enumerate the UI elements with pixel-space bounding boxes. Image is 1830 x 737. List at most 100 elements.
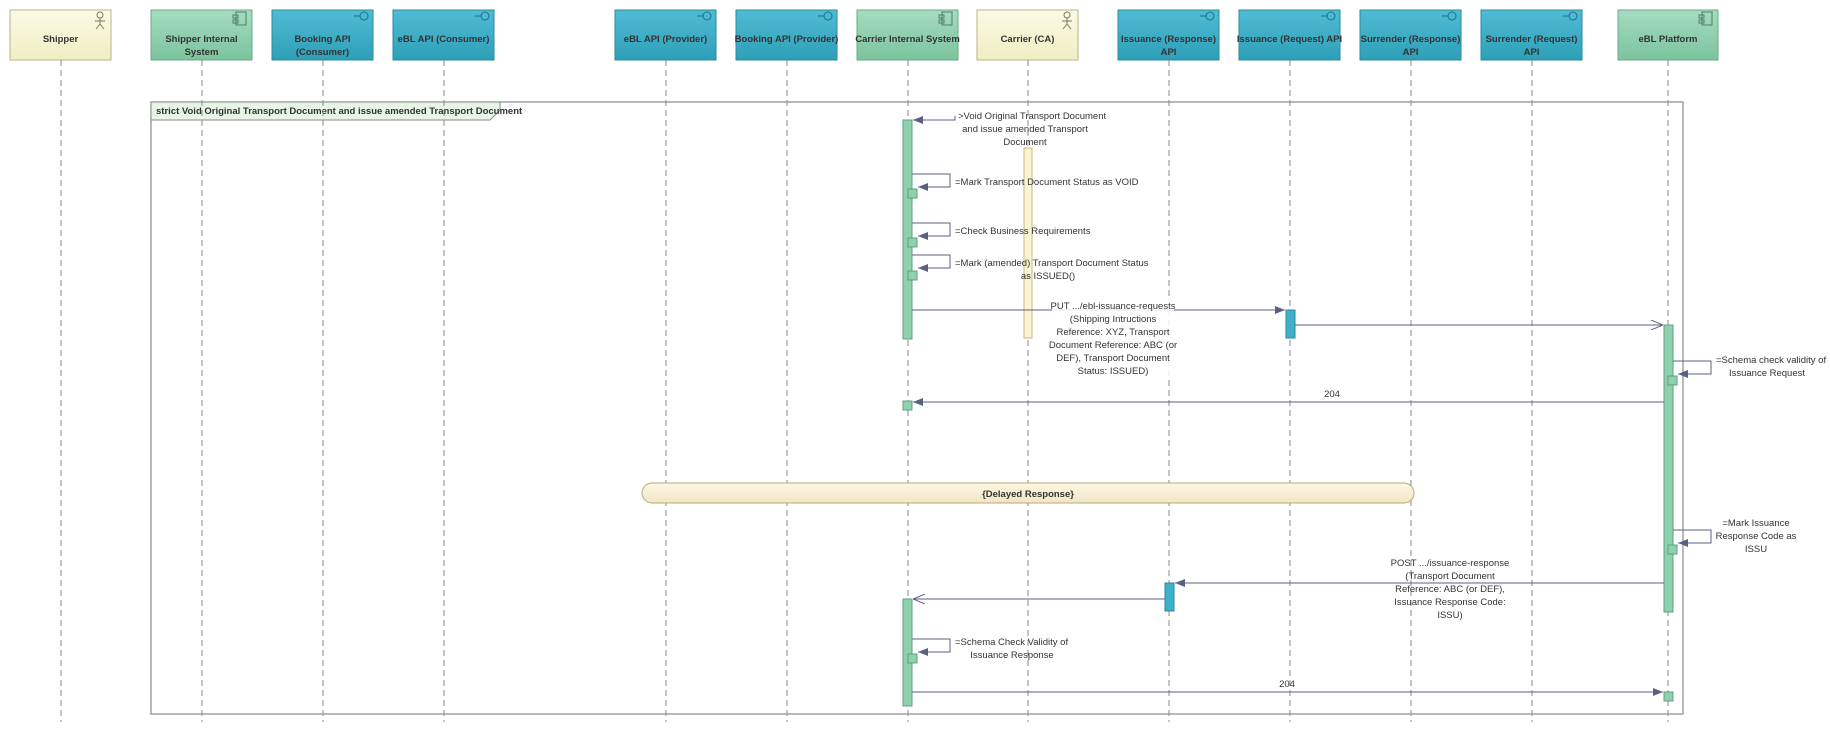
message-schema-check-request[interactable]: =Schema check validity of Issuance Reque… xyxy=(1673,355,1826,379)
participant-headers: Shipper Shipper Internal System Booking … xyxy=(9,9,1719,61)
message-label: Issuance Response Code: xyxy=(1394,597,1505,608)
message-label: =Schema Check Validity of xyxy=(955,637,1068,648)
activation-bar xyxy=(1663,324,1674,613)
message-mark-void[interactable]: =Mark Transport Document Status as VOID xyxy=(912,173,1139,191)
participant-title: Booking API (Provider) xyxy=(735,34,839,45)
participant-title: Issuance (Request) API xyxy=(1237,34,1342,45)
message-post-issuance-response[interactable]: POST .../issuance-response (Transport Do… xyxy=(1175,558,1664,621)
interface-icon xyxy=(1442,11,1457,21)
participant-booking-consumer[interactable]: Booking API (Consumer) xyxy=(271,9,374,61)
message-label: ISSU) xyxy=(1437,610,1462,621)
activation-block xyxy=(907,270,918,281)
activation-block xyxy=(1667,544,1678,555)
message-label: Issuance Request xyxy=(1729,368,1805,379)
message-label: 204 xyxy=(1279,679,1295,690)
participant-title: Surrender (Request) xyxy=(1486,34,1578,45)
activation-block xyxy=(1667,375,1678,386)
participant-title: Shipper xyxy=(43,34,79,45)
message-label: (Transport Document xyxy=(1405,571,1495,582)
participant-ebl-provider[interactable]: eBL API (Provider) xyxy=(614,9,717,61)
actor-icon xyxy=(95,11,105,30)
participant-subtitle: API xyxy=(1403,47,1419,58)
participant-title: eBL Platform xyxy=(1639,34,1698,45)
message-label: =Mark Issuance xyxy=(1722,518,1789,529)
participant-booking-provider[interactable]: Booking API (Provider) xyxy=(735,9,839,61)
participant-shipper[interactable]: Shipper xyxy=(9,9,112,61)
component-icon xyxy=(232,11,247,26)
message-label: Reference: ABC (or DEF), xyxy=(1395,584,1505,595)
message-label: Reference: XYZ, Transport xyxy=(1057,327,1170,338)
note-label: {Delayed Response} xyxy=(982,489,1074,500)
message-label: =Check Business Requirements xyxy=(955,226,1091,237)
message-schema-check-response[interactable]: =Schema Check Validity of Issuance Respo… xyxy=(912,637,1068,661)
message-label: Document Reference: ABC (or xyxy=(1049,340,1177,351)
fragment-frame: strict Void Original Transport Document … xyxy=(150,101,1684,715)
participant-carrier-ca[interactable]: Carrier (CA) xyxy=(976,9,1079,61)
participant-title: Booking API xyxy=(294,34,350,45)
activation-block xyxy=(907,653,918,664)
activation-block xyxy=(907,237,918,248)
delayed-response-note[interactable]: {Delayed Response} xyxy=(641,482,1415,504)
participant-ebl-consumer[interactable]: eBL API (Consumer) xyxy=(392,9,495,61)
participant-shipper-internal[interactable]: Shipper Internal System xyxy=(150,9,253,61)
activation-bar xyxy=(902,598,913,707)
participant-title: Shipper Internal xyxy=(165,34,237,45)
message-put-issuance-request[interactable]: PUT .../ebl-issuance-requests (Shipping … xyxy=(912,299,1285,377)
participant-carrier-internal[interactable]: Carrier Internal System xyxy=(855,9,960,61)
message-label: Issuance Response xyxy=(970,650,1053,661)
interface-icon xyxy=(1321,11,1336,21)
participant-title: Issuance (Response) xyxy=(1121,34,1216,45)
message-label: POST .../issuance-response xyxy=(1391,558,1510,569)
participant-subtitle: System xyxy=(185,47,219,58)
message-label: (Shipping Intructions xyxy=(1070,314,1157,325)
participant-issuance-request-api[interactable]: Issuance (Request) API xyxy=(1237,9,1342,61)
interface-icon xyxy=(354,11,369,21)
activation-bar xyxy=(1285,309,1296,339)
activation-bar xyxy=(902,119,913,340)
participant-subtitle: API xyxy=(1161,47,1177,58)
participant-surrender-request-api[interactable]: Surrender (Request) API xyxy=(1480,9,1583,61)
lifelines xyxy=(60,60,1669,722)
message-mark-response-code[interactable]: =Mark Issuance Response Code as ISSU xyxy=(1673,518,1797,555)
interface-icon xyxy=(1200,11,1215,21)
activations xyxy=(902,119,1678,707)
fragment-label: strict Void Original Transport Document … xyxy=(156,106,523,117)
message-label: as ISSUED() xyxy=(1021,271,1075,282)
message-mark-issued[interactable]: =Mark (amended) Transport Document Statu… xyxy=(912,254,1149,282)
participant-title: Surrender (Response) xyxy=(1361,34,1461,45)
participant-surrender-response-api[interactable]: Surrender (Response) API xyxy=(1359,9,1462,61)
participant-title: Carrier (CA) xyxy=(1001,34,1055,45)
interface-icon xyxy=(697,11,712,21)
participant-ebl-platform[interactable]: eBL Platform xyxy=(1617,9,1719,61)
participant-subtitle: (Consumer) xyxy=(296,47,349,58)
message-label: >Void Original Transport Document xyxy=(958,111,1106,122)
participant-title: Carrier Internal System xyxy=(855,34,960,45)
participant-title: eBL API (Consumer) xyxy=(398,34,490,45)
participant-subtitle: API xyxy=(1524,47,1540,58)
message-label: =Mark Transport Document Status as VOID xyxy=(955,177,1139,188)
message-label: DEF), Transport Document xyxy=(1056,353,1170,364)
activation-block xyxy=(907,188,918,199)
message-response-204-a[interactable]: 204 xyxy=(913,389,1664,406)
message-check-business[interactable]: =Check Business Requirements xyxy=(912,222,1091,240)
message-label: ISSU xyxy=(1745,544,1767,555)
message-label: PUT .../ebl-issuance-requests xyxy=(1051,301,1176,312)
activation-block xyxy=(1663,691,1674,702)
participant-title: eBL API (Provider) xyxy=(624,34,707,45)
component-icon xyxy=(938,11,953,26)
interface-icon xyxy=(818,11,833,21)
message-label: Status: ISSUED) xyxy=(1078,366,1149,377)
component-icon xyxy=(1698,11,1713,26)
activation-bar xyxy=(1164,582,1175,612)
message-label: and issue amended Transport xyxy=(962,124,1088,135)
actor-icon xyxy=(1062,11,1072,30)
messages: >Void Original Transport Document and is… xyxy=(912,111,1826,696)
message-label: =Mark (amended) Transport Document Statu… xyxy=(955,258,1149,269)
participant-issuance-response-api[interactable]: Issuance (Response) API xyxy=(1117,9,1220,61)
message-void-original[interactable]: >Void Original Transport Document and is… xyxy=(913,111,1106,148)
activation-bar xyxy=(1023,147,1033,339)
message-label: Response Code as xyxy=(1716,531,1797,542)
message-label: =Schema check validity of xyxy=(1716,355,1826,366)
message-response-204-b[interactable]: 204 xyxy=(912,679,1663,696)
message-label: Document xyxy=(1003,137,1047,148)
